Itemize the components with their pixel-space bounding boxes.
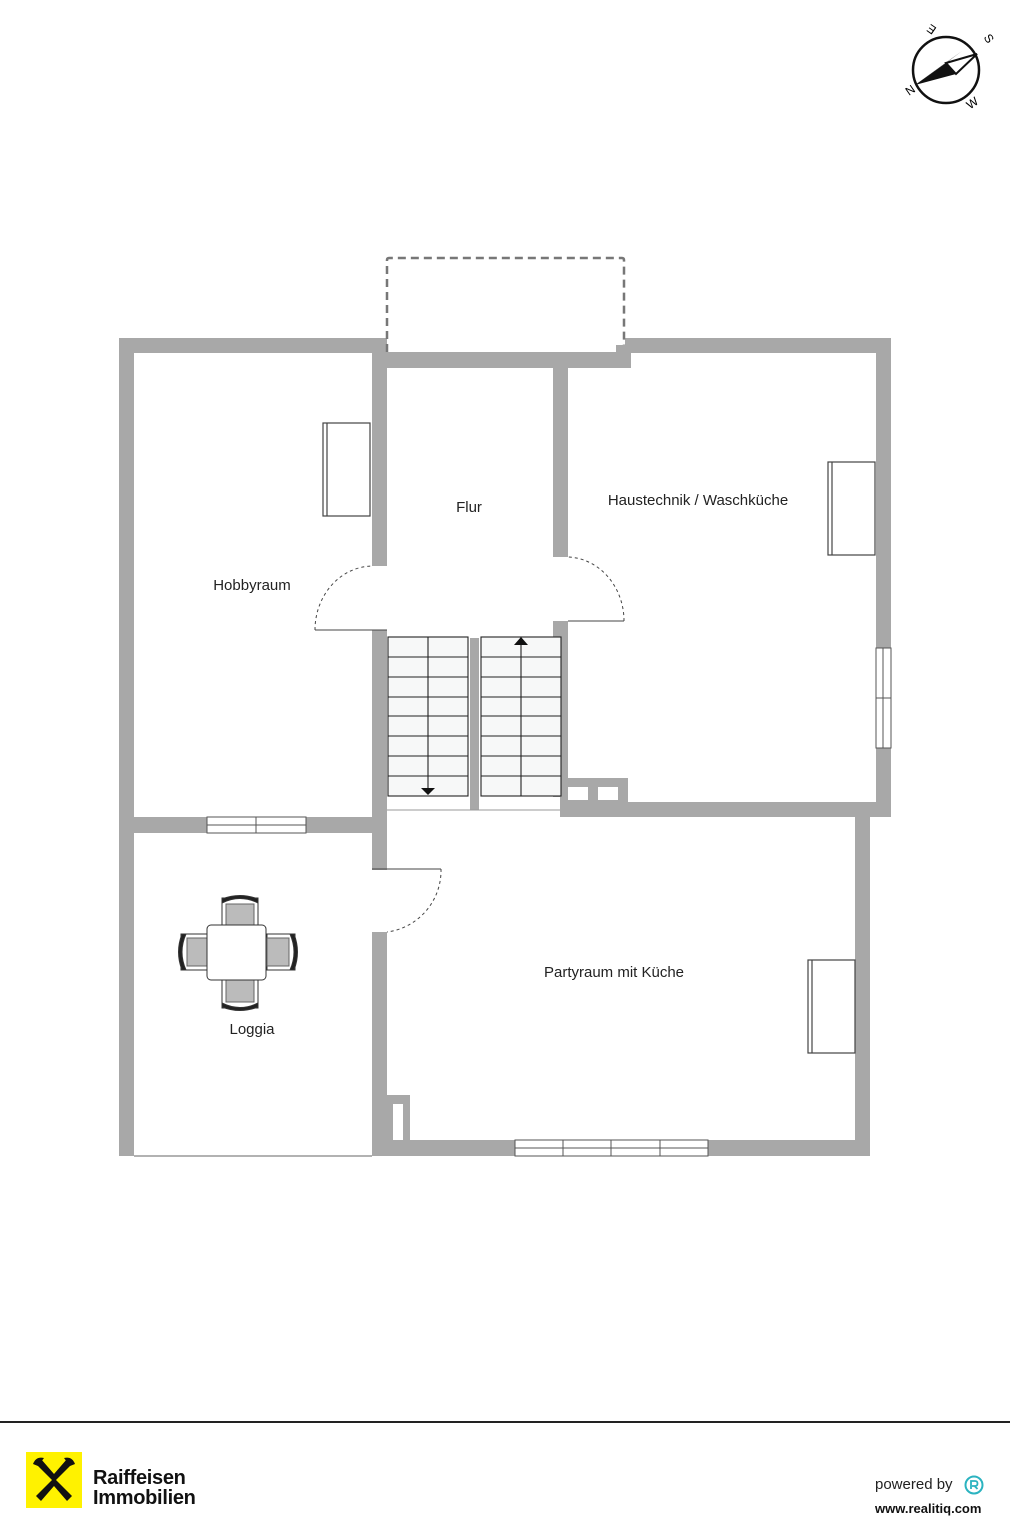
windows bbox=[206, 647, 892, 1157]
brand-line-2: Immobilien bbox=[93, 1487, 196, 1509]
compass-s: S bbox=[981, 31, 997, 46]
raiffeisen-logo bbox=[26, 1452, 82, 1508]
compass-e: E bbox=[924, 21, 939, 37]
dining-table bbox=[178, 895, 298, 1011]
room-label-haustechnik: Haustechnik / Waschküche bbox=[607, 492, 789, 509]
realitiq-logo-icon bbox=[964, 1475, 984, 1495]
wall-openings bbox=[393, 787, 618, 1140]
footer-divider bbox=[0, 1421, 1010, 1423]
room-label-hobbyraum: Hobbyraum bbox=[213, 577, 291, 594]
doors bbox=[314, 556, 625, 933]
staircase bbox=[387, 636, 562, 797]
powered-by-text: powered by bbox=[875, 1476, 953, 1493]
brand-name: Raiffeisen Immobilien bbox=[93, 1468, 196, 1508]
room-label-loggia: Loggia bbox=[229, 1021, 275, 1038]
room-label-partyraum: Partyraum mit Küche bbox=[543, 964, 685, 981]
raiffeisen-cross-icon bbox=[33, 1457, 75, 1501]
balcony-outline bbox=[385, 256, 626, 352]
brand-line-1: Raiffeisen bbox=[93, 1467, 186, 1489]
floor-plan bbox=[119, 256, 892, 1157]
realitiq-url[interactable]: www.realitiq.com bbox=[875, 1501, 982, 1516]
compass-icon: N E S W bbox=[903, 21, 997, 112]
room-label-flur: Flur bbox=[456, 499, 482, 516]
radiators bbox=[322, 422, 876, 1054]
